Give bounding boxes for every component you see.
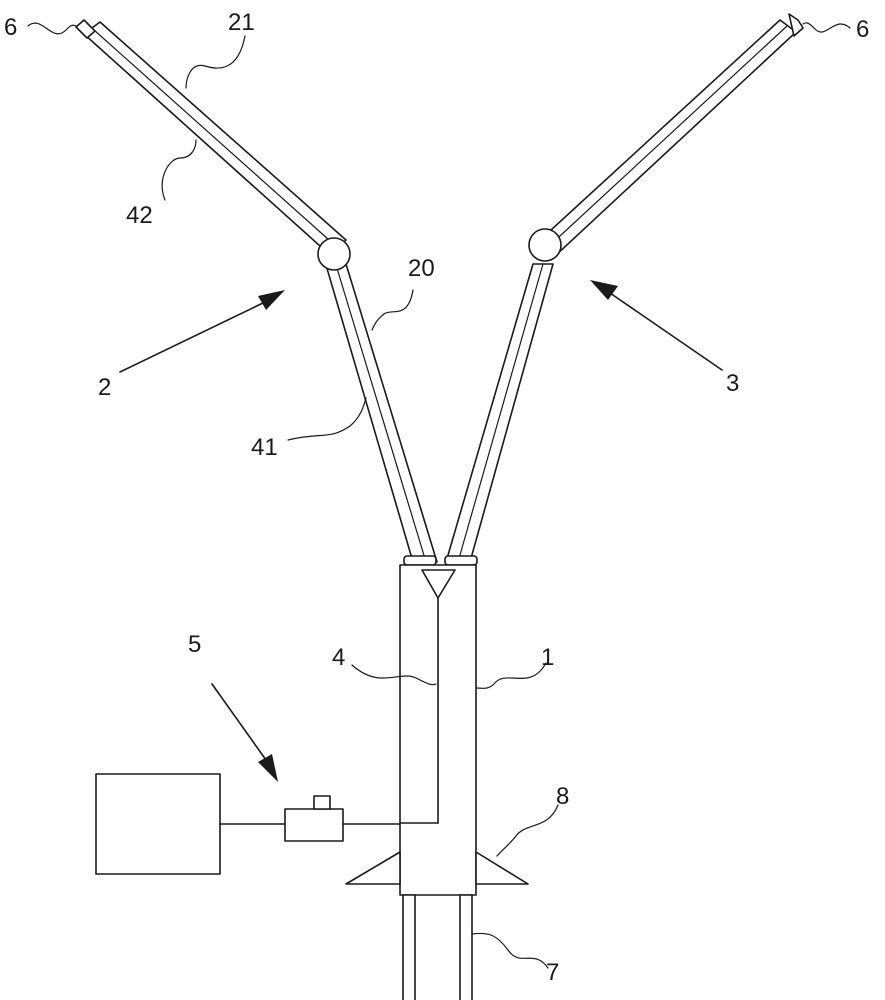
right-joint-ball xyxy=(528,228,562,262)
main-body xyxy=(399,564,477,896)
spikes xyxy=(402,894,473,1000)
right-fin xyxy=(475,851,529,885)
label-41: 41 xyxy=(251,434,278,461)
right-collar xyxy=(444,555,478,566)
left-end-cap xyxy=(75,19,96,39)
arrow-2 xyxy=(119,301,266,373)
left-fin xyxy=(345,851,401,885)
arrow-3 xyxy=(609,292,723,371)
label-5: 5 xyxy=(188,631,201,658)
label-6-left: 6 xyxy=(4,14,17,41)
label-3: 3 xyxy=(726,370,739,397)
label-1: 1 xyxy=(541,644,554,671)
label-8: 8 xyxy=(556,783,569,810)
pump-knob xyxy=(313,795,331,810)
right-end-cap xyxy=(788,13,804,37)
left-lower-arm xyxy=(325,263,438,563)
right-upper-arm xyxy=(538,13,804,257)
body-funnel xyxy=(421,569,456,599)
label-20: 20 xyxy=(408,255,435,282)
pump-assembly xyxy=(95,773,401,875)
leader-lines xyxy=(27,22,851,969)
label-6-right: 6 xyxy=(856,16,869,43)
left-collar xyxy=(403,555,437,566)
label-21: 21 xyxy=(228,9,255,36)
label-2: 2 xyxy=(98,374,111,401)
control-box xyxy=(95,773,221,875)
pump-body xyxy=(284,808,344,842)
label-4: 4 xyxy=(332,644,345,671)
arrow-5 xyxy=(211,683,267,761)
label-7: 7 xyxy=(546,959,559,986)
label-42: 42 xyxy=(126,202,153,229)
right-lower-arm xyxy=(445,263,554,563)
left-joint-ball xyxy=(317,237,351,271)
pointer-arrows xyxy=(119,280,723,782)
left-upper-arm xyxy=(75,19,347,256)
